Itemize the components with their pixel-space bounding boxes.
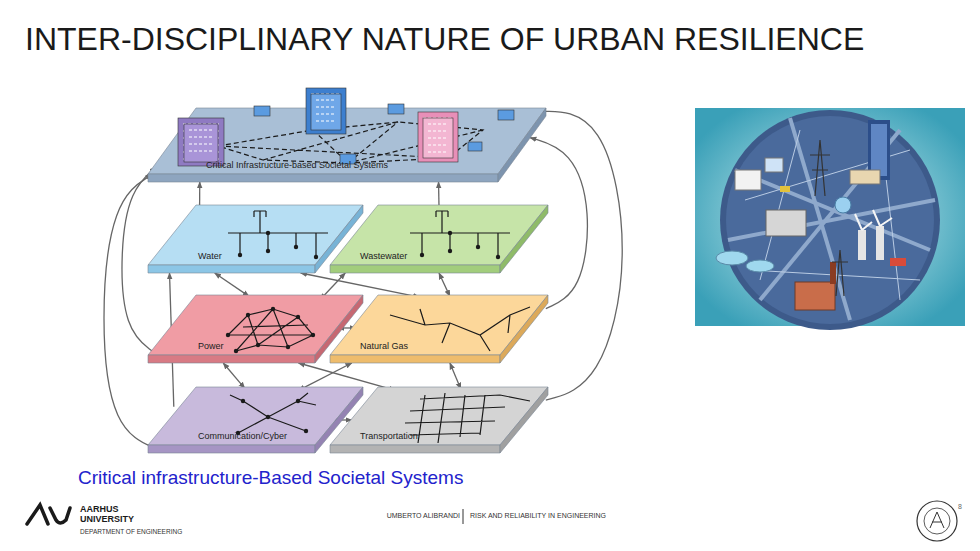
- layer-slab: [330, 387, 548, 453]
- dependency-arrow: [301, 273, 420, 297]
- layer-slab: [148, 295, 363, 363]
- department-name: DEPARTMENT OF ENGINEERING: [80, 528, 240, 535]
- transport-layer: Transportation: [330, 387, 548, 453]
- layer-slab: [148, 387, 363, 453]
- cyber-layer: Communication/Cyber: [148, 387, 363, 453]
- layer-label: Natural Gas: [360, 342, 408, 352]
- layer-slab: [148, 108, 546, 182]
- gas-layer: Natural Gas: [330, 295, 548, 363]
- university-name: AARHUS UNIVERSITY: [80, 504, 150, 525]
- page-number: 8: [958, 503, 972, 511]
- slide-title: INTER-DISCIPLINARY NATURE OF URBAN RESIL…: [25, 20, 865, 59]
- label-text: UMBERTO ALIBRANDI: [387, 512, 460, 519]
- dependency-arrow: [450, 363, 461, 389]
- university-logo: [27, 505, 70, 524]
- title-text: INTER-DISCIPLINARY NATURE OF URBAN RESIL…: [25, 21, 864, 57]
- footer-divider: [463, 509, 464, 524]
- layer-label: Power: [198, 342, 224, 352]
- layer-slab: [148, 205, 363, 273]
- dependency-arrow: [223, 363, 245, 388]
- city-illustration: [695, 108, 965, 330]
- wastewater-layer: Wastewater: [330, 205, 548, 273]
- university-seal: [917, 501, 957, 541]
- layer-label: Wastewater: [360, 252, 407, 262]
- layer-label: Communication/Cyber: [198, 432, 287, 442]
- layer-label: Water: [198, 252, 222, 262]
- label-text: 8: [958, 503, 962, 510]
- label-text: DEPARTMENT OF ENGINEERING: [80, 528, 182, 535]
- layer-label: Transportation: [360, 432, 418, 442]
- label-text: AARHUS UNIVERSITY: [80, 504, 134, 524]
- societal-layer: Critical Infrastructure-based Societal S…: [148, 108, 546, 182]
- dependency-arrow: [104, 175, 159, 450]
- author-name: UMBERTO ALIBRANDI: [372, 512, 460, 520]
- figure-caption: Critical infrastructure-Based Societal S…: [78, 467, 638, 489]
- dependency-arrow: [534, 111, 622, 400]
- dependency-arrow: [215, 273, 249, 296]
- caption-text: Critical infrastructure-Based Societal S…: [78, 467, 463, 488]
- water-layer: Water: [148, 205, 363, 273]
- layer-slab: [330, 205, 548, 273]
- power-layer: Power: [148, 295, 363, 363]
- dependency-arrow: [199, 182, 200, 206]
- dependency-arrow: [299, 363, 352, 390]
- dependency-arrow: [439, 273, 450, 296]
- layer-label: Critical Infrastructure-based Societal S…: [206, 161, 388, 171]
- label-text: RISK AND RELIABILITY IN ENGINEERING: [470, 512, 606, 519]
- layer-slab: [330, 295, 548, 363]
- dependency-arrow: [299, 363, 396, 390]
- dependency-arrow: [122, 167, 156, 353]
- dependency-arrow: [438, 182, 440, 206]
- course-name: RISK AND RELIABILITY IN ENGINEERING: [470, 512, 670, 520]
